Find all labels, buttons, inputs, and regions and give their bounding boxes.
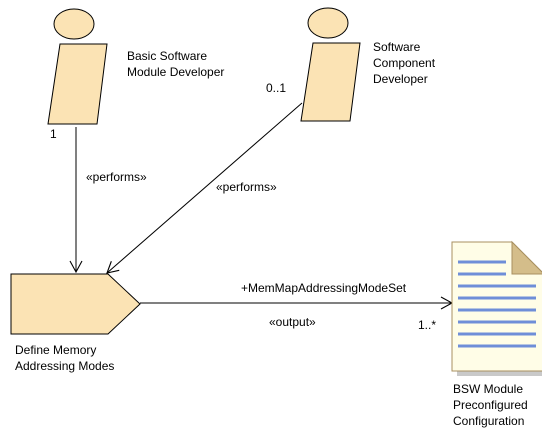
work-product-label-line-3: Configuration: [453, 414, 524, 428]
actor-software-component-developer[interactable]: Software Component Developer 0..1: [266, 7, 436, 122]
performs-edge-component-developer[interactable]: [106, 102, 303, 274]
actor-multiplicity: 1: [50, 127, 57, 141]
edges: [69, 102, 454, 310]
actor-head: [307, 7, 349, 39]
document-fold: [511, 240, 542, 275]
output-role-label: +MemMapAddressingModeSet: [241, 281, 407, 295]
actor-basic-software-module-developer[interactable]: Basic Software Module Developer 1: [47, 8, 224, 141]
work-product-label-line-1: BSW Module: [453, 382, 523, 396]
actor-body: [300, 42, 361, 122]
actor-label-line-1: Software: [373, 40, 421, 54]
actor-multiplicity: 0..1: [266, 81, 286, 95]
task-label-line-2: Addressing Modes: [15, 359, 114, 373]
task-define-memory-addressing-modes[interactable]: Define Memory Addressing Modes: [10, 273, 141, 373]
actor-label-line-3: Developer: [373, 72, 428, 86]
output-stereotype-label: «output»: [269, 315, 316, 329]
actor-label-line-2: Component: [373, 56, 436, 70]
actor-label-line-2: Module Developer: [127, 65, 224, 79]
document-icon: [451, 240, 542, 376]
work-product-bsw-module-preconfigured-configuration[interactable]: BSW Module Preconfigured Configuration: [451, 240, 542, 428]
actor-head: [53, 8, 95, 40]
work-product-label-line-2: Preconfigured: [453, 398, 528, 412]
performs-label-left: «performs»: [86, 170, 147, 184]
task-label-line-1: Define Memory: [15, 343, 96, 357]
actor-body: [47, 43, 108, 125]
document-text-lines: [458, 260, 536, 348]
task-definition-icon: [10, 273, 141, 335]
performs-label-right: «performs»: [216, 180, 277, 194]
work-product-multiplicity: 1..*: [418, 318, 436, 332]
actor-label-line-1: Basic Software: [127, 49, 207, 63]
